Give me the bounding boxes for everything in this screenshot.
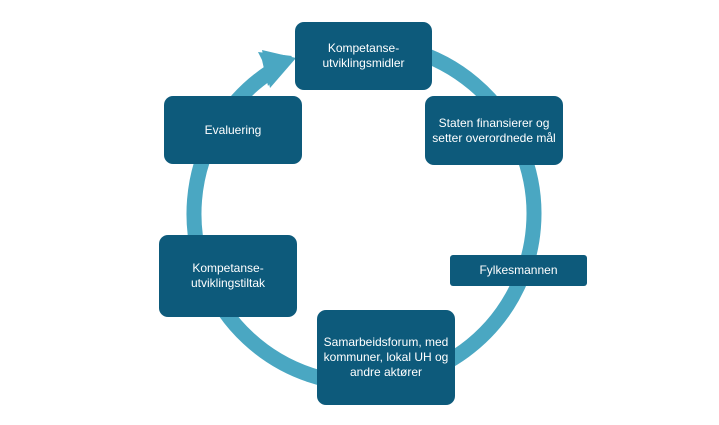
node-staten-label: Staten finansierer og setter overordnede… (432, 115, 556, 145)
node-evaluering: Evaluering (164, 96, 302, 164)
node-staten: Staten finansierer og setter overordnede… (425, 96, 563, 165)
node-kompetanse-tiltak: Kompetanse- utviklingstiltak (159, 235, 297, 317)
node-kompetanse-midler-label: Kompetanse- utviklingsmidler (322, 41, 405, 70)
cycle-arrowhead (262, 50, 296, 88)
node-evaluering-label: Evaluering (204, 122, 262, 137)
node-kompetanse-tiltak-label: Kompetanse- utviklingstiltak (190, 261, 266, 290)
node-fylkesmannen: Fylkesmannen (450, 255, 587, 286)
node-kompetanse-midler: Kompetanse- utviklingsmidler (295, 22, 432, 90)
node-fylkesmannen-label: Fylkesmannen (479, 263, 558, 277)
node-samarbeidsforum: Samarbeidsforum, med kommuner, lokal UH … (317, 310, 455, 405)
node-samarbeidsforum-label: Samarbeidsforum, med kommuner, lokal UH … (323, 335, 449, 379)
